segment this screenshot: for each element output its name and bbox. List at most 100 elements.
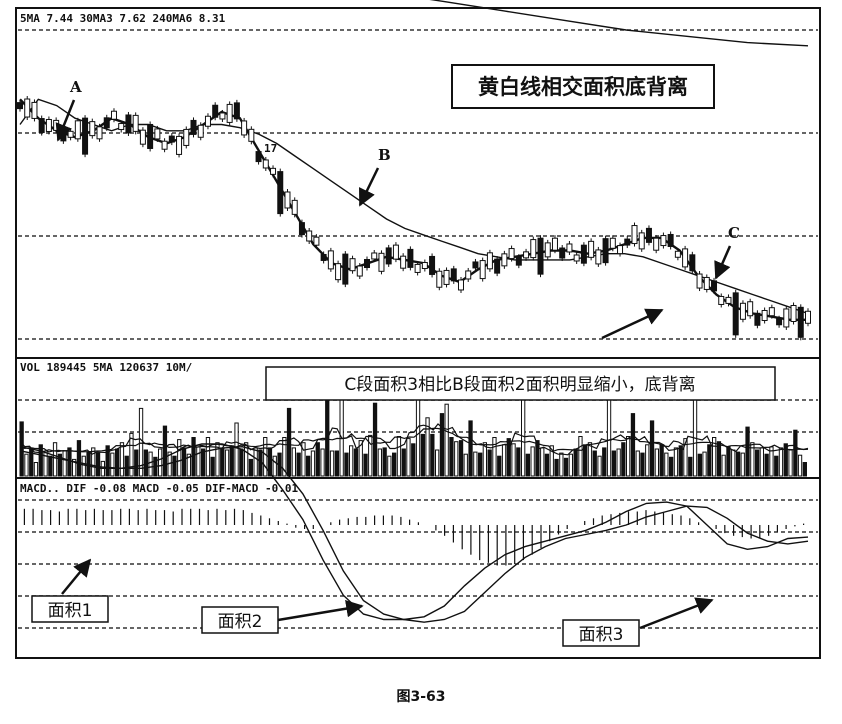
candlestick: [732, 289, 739, 338]
candlestick: [566, 240, 573, 255]
volume-bar: [387, 455, 392, 477]
candlestick: [241, 117, 248, 138]
volume-bar: [683, 438, 688, 477]
candlestick: [711, 277, 718, 294]
macd-panel: [19, 443, 809, 623]
volume-bar: [540, 447, 545, 477]
volume-bar: [253, 447, 258, 477]
volume-bar: [396, 436, 402, 477]
candlestick: [89, 118, 96, 139]
volume-bar: [673, 447, 679, 477]
volume-bar: [334, 450, 340, 477]
candlestick: [696, 271, 703, 292]
volume-bar: [282, 437, 287, 477]
volume-bar: [124, 455, 129, 477]
area-1-box: [31, 595, 109, 623]
candlestick: [74, 117, 81, 142]
candlestick: [682, 245, 689, 270]
candlestick: [132, 112, 139, 135]
volume-bar: [497, 455, 502, 477]
candlestick: [306, 228, 313, 245]
volume-bar: [129, 432, 134, 477]
volume-bar: [43, 450, 48, 477]
volume-bar: [353, 448, 359, 477]
candlestick: [190, 117, 197, 138]
dif-line: [19, 443, 809, 621]
volume-bar: [377, 448, 383, 477]
volume-bar: [344, 452, 349, 477]
volume-bar: [148, 451, 153, 477]
volume-bar: [592, 450, 597, 477]
volume-bar: [406, 438, 411, 477]
volume-bar: [24, 453, 29, 477]
volume-bar: [158, 448, 163, 477]
volume-bar: [692, 391, 698, 477]
volume-bar: [439, 413, 445, 477]
arrow-area-1: [61, 558, 92, 595]
candlestick: [219, 109, 226, 122]
candlestick: [783, 305, 790, 330]
candlestick: [392, 242, 399, 263]
label-a: A: [69, 78, 82, 96]
candlestick: [523, 248, 530, 261]
volume-bar: [38, 444, 43, 477]
volume-bar: [401, 448, 406, 477]
area-3-box: [562, 619, 640, 647]
volume-bar: [81, 455, 86, 477]
volume-bar: [554, 458, 559, 477]
volume-bar: [740, 452, 745, 477]
candlestick: [400, 253, 407, 272]
candlestick: [313, 234, 320, 249]
volume-bar: [563, 457, 569, 477]
volume-ma10: [19, 427, 809, 453]
candlestick: [414, 261, 421, 276]
volume-bar: [229, 445, 234, 477]
arrow-area-3: [639, 597, 714, 630]
volume-bar: [468, 420, 473, 477]
arrow-c-bottom: [601, 308, 664, 340]
volume-bar: [626, 436, 631, 477]
volume-bar: [716, 441, 722, 477]
volume-bar: [755, 449, 760, 477]
candlestick: [96, 123, 103, 142]
figure-caption: 图3-63: [396, 689, 446, 705]
candlestick: [197, 122, 204, 141]
volume-bar: [315, 442, 320, 477]
candlestick: [486, 249, 493, 272]
volume-bar: [635, 450, 640, 477]
candlestick: [161, 138, 168, 153]
candlestick: [125, 111, 132, 136]
chart-frame: [15, 7, 821, 659]
candlestick: [631, 222, 638, 247]
candlestick: [776, 315, 783, 328]
volume-bar: [568, 453, 574, 477]
ma240-line: [429, 0, 809, 47]
volume-bar: [291, 447, 297, 477]
volume-bar: [478, 452, 483, 477]
volume-bar: [783, 443, 788, 477]
candlestick: [183, 126, 190, 149]
volume-bar: [115, 448, 120, 477]
volume-bar: [177, 439, 182, 477]
volume-bar: [224, 449, 230, 477]
candlestick: [204, 113, 211, 130]
candlestick: [617, 242, 624, 257]
volume-bar: [559, 452, 564, 477]
candlestick: [385, 244, 392, 267]
volume-bar: [186, 453, 191, 477]
candlestick: [450, 265, 457, 284]
candlestick: [638, 229, 645, 252]
volume-bar: [320, 448, 325, 477]
volume-bar: [802, 462, 808, 477]
volume-bar: [162, 425, 168, 477]
volume-bar: [454, 441, 459, 477]
candlestick: [588, 238, 595, 261]
candlestick: [660, 232, 667, 249]
arrow-area-2: [277, 599, 364, 622]
candlestick: [624, 236, 631, 249]
candlestick: [262, 156, 269, 171]
volume-bar: [473, 451, 478, 477]
candlestick: [298, 219, 305, 238]
label-c: C: [728, 224, 740, 242]
candlestick: [429, 253, 436, 278]
